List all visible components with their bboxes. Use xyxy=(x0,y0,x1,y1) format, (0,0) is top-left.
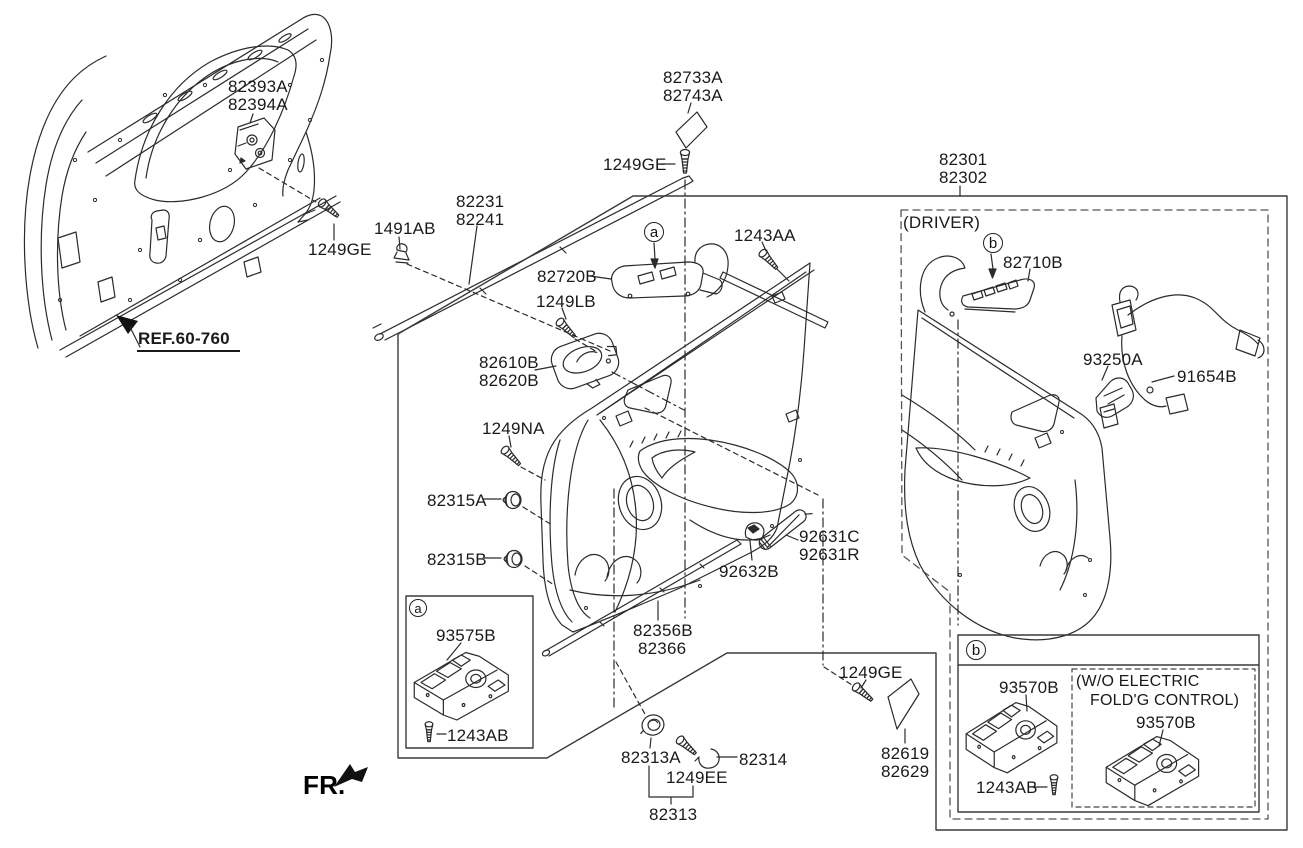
main-door-trim-drawing xyxy=(541,263,828,632)
part-label-1249ee: 1249EE xyxy=(666,768,728,787)
screw-1249lb xyxy=(554,308,597,352)
fr-label: FR. xyxy=(303,770,346,800)
part-82720-bezel xyxy=(590,244,728,298)
part-label-1249ge-top: 1249GE xyxy=(603,155,667,174)
part-label-82314: 82314 xyxy=(739,750,788,769)
part-82231-weatherstrip xyxy=(373,176,693,342)
part-91654-harness xyxy=(1112,286,1264,414)
inset-box-b xyxy=(958,635,1259,812)
part-label-82313a: 82313A xyxy=(621,748,681,767)
part-92632-clip xyxy=(745,523,764,560)
part-93250-switch xyxy=(1096,366,1133,428)
part-1491-clip xyxy=(394,237,610,351)
part-label-93250a: 93250A xyxy=(1083,350,1143,369)
part-82315b-grommet xyxy=(484,549,554,586)
part-label-82315b: 82315B xyxy=(427,550,487,569)
part-label-1243aa: 1243AA xyxy=(734,226,796,245)
driver-door-trim-drawing xyxy=(902,310,1111,640)
callout-a-main: a xyxy=(644,222,664,242)
part-82710-bezel xyxy=(920,256,1034,316)
part-label-1249ge-notch: 1249GE xyxy=(839,663,903,682)
part-label-1243ab-box-a: 1243AB xyxy=(447,726,509,745)
screw-1249na xyxy=(499,436,545,480)
screw-1243aa xyxy=(756,242,789,281)
part-label-91654b: 91654B xyxy=(1177,367,1237,386)
door-shell-drawing xyxy=(24,14,340,357)
driver-section-border xyxy=(901,210,1268,819)
ref-pointer-arrow xyxy=(116,315,140,347)
part-82315a-grommet xyxy=(484,490,552,526)
part-label-1249ge-frame: 1249GE xyxy=(308,240,372,259)
callout-a-box: a xyxy=(409,599,427,617)
part-label-93575b: 93575B xyxy=(436,626,496,645)
part-82393-bracket xyxy=(235,114,342,240)
part-label-82313: 82313 xyxy=(649,805,698,824)
part-82356-strip xyxy=(541,540,741,657)
part-label-1249lb: 1249LB xyxy=(536,292,596,311)
fr-direction-arrow xyxy=(334,764,368,787)
callout-b-arrow xyxy=(989,254,996,278)
part-label-82315a: 82315A xyxy=(427,491,487,510)
part-82610-handle xyxy=(535,329,684,410)
part-label-1491ab: 1491AB xyxy=(374,219,436,238)
part-label-93570b-left: 93570B xyxy=(999,678,1059,697)
part-82733-pad xyxy=(676,103,707,148)
callout-b-driver: b xyxy=(983,233,1003,253)
part-82619-pad xyxy=(888,679,919,743)
part-label-1243ab-box-b: 1243AB xyxy=(976,778,1038,797)
driver-section-caption: (DRIVER) xyxy=(903,213,981,232)
part-label-82720b: 82720B xyxy=(537,267,597,286)
part-label-92632b: 92632B xyxy=(719,562,779,581)
part-92631-lamp xyxy=(645,408,818,552)
screw-1249ge-top xyxy=(661,148,691,619)
part-label-93570b-right: 93570B xyxy=(1136,713,1196,732)
ref-note: REF.60-760 xyxy=(137,330,240,352)
part-label-82710b: 82710B xyxy=(1003,253,1063,272)
screw-1249ge-notch xyxy=(823,499,876,705)
main-panel-border xyxy=(398,196,1287,830)
inset-box-a xyxy=(406,596,533,748)
part-label-1249na: 1249NA xyxy=(482,419,545,438)
part-82313-group xyxy=(614,489,737,804)
callout-b-box: b xyxy=(966,640,986,660)
